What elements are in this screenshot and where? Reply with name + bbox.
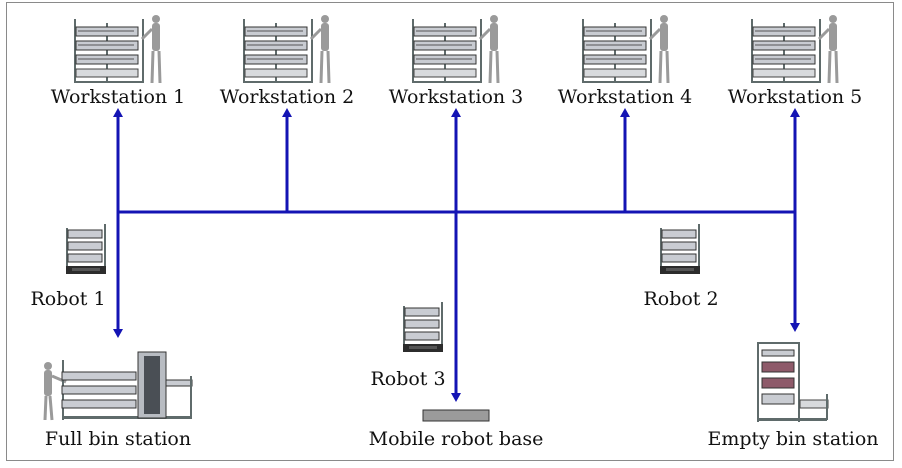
arrowhead-up (790, 108, 800, 117)
workstation-label: Workstation 5 (727, 86, 863, 108)
workstation-icon (749, 13, 839, 85)
workstation-label: Workstation 2 (219, 86, 355, 108)
full-bin-station-label: Full bin station (44, 428, 192, 450)
empty-bin-station-label: Empty bin station (707, 428, 879, 450)
connector-network (113, 108, 800, 402)
robot-label: Robot 3 (370, 368, 446, 390)
robot-base-icon (422, 409, 490, 422)
robot-label: Robot 2 (643, 288, 719, 310)
workstation-label: Workstation 1 (50, 86, 186, 108)
arrowhead-down (113, 329, 123, 338)
mobile-robot-icon (402, 301, 444, 353)
arrowhead-up (620, 108, 630, 117)
arrowhead-up (451, 108, 461, 117)
mobile-robot-base-label: Mobile robot base (368, 428, 544, 450)
robot-label: Robot 1 (30, 288, 106, 310)
workstation-label: Workstation 4 (557, 86, 693, 108)
workstation-icon (72, 13, 162, 85)
mobile-robot-icon (659, 223, 701, 275)
arrowhead-down (790, 323, 800, 332)
arrowhead-up (282, 108, 292, 117)
workstation-label: Workstation 3 (388, 86, 524, 108)
diagram-frame (6, 2, 894, 461)
workstation-icon (580, 13, 670, 85)
mobile-robot-icon (65, 223, 107, 275)
arrowhead-down (451, 393, 461, 402)
workstation-icon (410, 13, 500, 85)
full-bin-station-icon (43, 351, 193, 421)
arrowhead-up (113, 108, 123, 117)
empty-bin-station-icon (757, 342, 829, 422)
workstation-icon (241, 13, 331, 85)
